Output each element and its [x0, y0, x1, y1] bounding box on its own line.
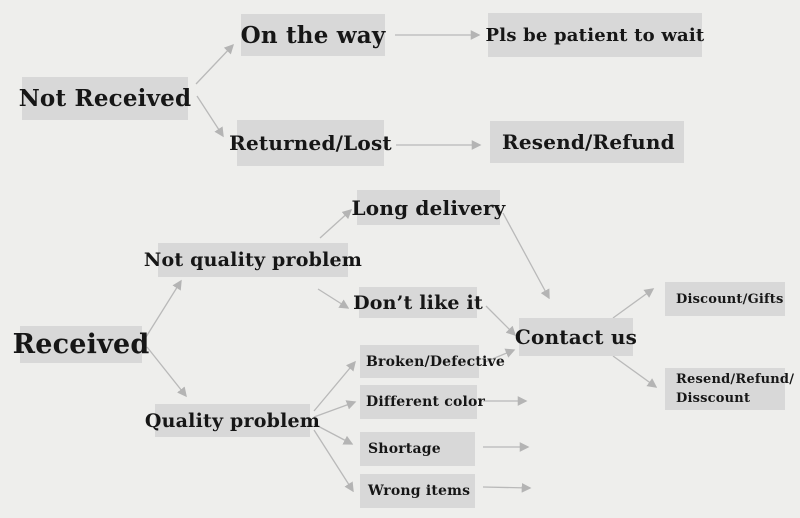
node-pls-be-patient-to-wait: Pls be patient to wait	[486, 13, 704, 57]
arrow-long-delivery-to-contact-us	[502, 212, 550, 300]
arrow-contact-us-to-discount-gifts	[612, 288, 655, 319]
node-quality-problem: Quality problem	[145, 404, 320, 437]
node-on-the-way: On the way	[241, 14, 385, 56]
arrow-dont-like-it-to-contact-us	[485, 305, 517, 337]
arrow-not-received-to-on-the-way	[195, 43, 235, 85]
node-resend-refund-disscount: Resend/Refund/ Disscount	[665, 368, 794, 410]
node-dont-like-it: Don’t like it	[353, 287, 483, 318]
node-shortage: Shortage	[360, 432, 475, 466]
arrow-wrong-items-right	[482, 482, 532, 493]
node-received: Received	[13, 326, 149, 363]
arrow-quality-to-wrong-items	[313, 429, 354, 493]
arrow-received-to-not-quality-problem	[145, 279, 182, 338]
node-wrong-items: Wrong items	[360, 474, 475, 508]
arrow-contact-us-to-resend-refund-disscount	[612, 355, 658, 388]
arrow-not-quality-to-dont-like-it	[317, 288, 350, 309]
arrow-not-quality-to-long-delivery	[319, 209, 353, 239]
arrow-received-to-quality-problem	[146, 346, 187, 398]
node-broken-defective: Broken/Defective	[360, 345, 505, 378]
node-different-color: Different color	[360, 385, 485, 419]
node-resend-refund-disscount-line2: Disscount	[676, 391, 751, 406]
node-long-delivery: Long delivery	[352, 190, 505, 225]
arrow-quality-to-different-color	[313, 400, 357, 418]
node-resend-refund-disscount-line1: Resend/Refund/	[676, 371, 795, 387]
node-contact-us: Contact us	[515, 318, 637, 356]
arrow-quality-to-broken-defective	[313, 360, 356, 412]
node-resend-refund: Resend/Refund	[490, 121, 684, 163]
arrow-not-received-to-returned-lost	[196, 95, 224, 138]
node-returned-lost: Returned/Lost	[229, 120, 392, 166]
node-discount-gifts: Discount/Gifts	[665, 282, 785, 316]
node-not-received: Not Received	[19, 77, 191, 120]
node-not-quality-problem: Not quality problem	[144, 243, 362, 277]
